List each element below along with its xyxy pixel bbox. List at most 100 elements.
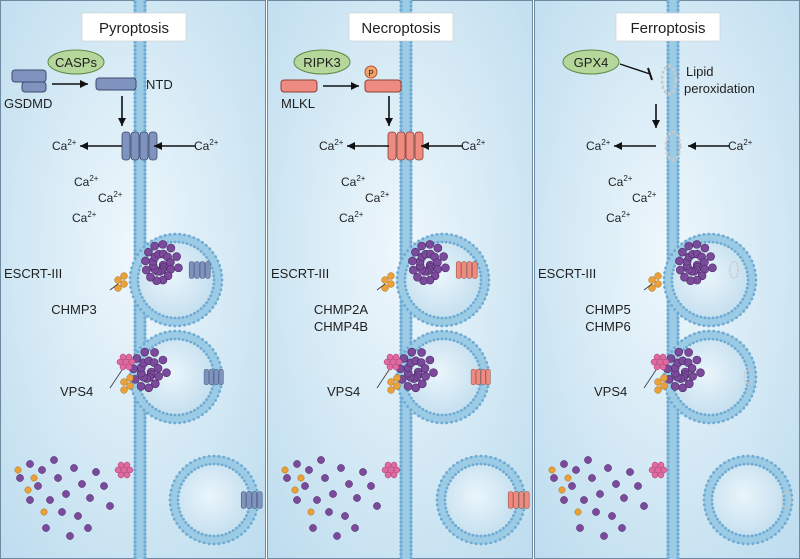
- lipid-head: [721, 524, 724, 527]
- lipid-head: [236, 461, 239, 465]
- lipid-head: [143, 240, 147, 244]
- lipid-head: [133, 456, 137, 460]
- lipid-head: [176, 494, 180, 498]
- lipid-head: [187, 524, 190, 527]
- lipid-head: [736, 349, 740, 353]
- lipid-head: [211, 251, 215, 254]
- lipid-head: [445, 526, 448, 529]
- lipid-head: [219, 385, 223, 389]
- lipid-head: [449, 479, 452, 483]
- vps4-subunit: [123, 461, 131, 469]
- lipid-head: [173, 316, 177, 320]
- vps4-subunit: [390, 471, 398, 479]
- lipid-head: [231, 468, 235, 471]
- lipid-head: [193, 311, 196, 315]
- lipid-head: [185, 464, 188, 467]
- lipid-head: [409, 328, 413, 332]
- lipid-head: [143, 192, 147, 196]
- lipid-head: [199, 307, 203, 310]
- lipid-head: [746, 278, 750, 282]
- lipid-head: [409, 444, 413, 448]
- lipid-head: [733, 347, 737, 350]
- escrt-subunit-free: [84, 524, 92, 532]
- lipid-head: [730, 247, 734, 251]
- chmp-subunit: [660, 374, 668, 382]
- lipid-head: [168, 330, 172, 333]
- lipid-head: [202, 401, 206, 405]
- lipid-head: [676, 60, 680, 64]
- lipid-head: [726, 417, 730, 421]
- lipid-head: [450, 420, 453, 424]
- vps4-subunit: [128, 358, 136, 366]
- lipid-head: [788, 484, 791, 487]
- lipid-head: [670, 253, 674, 256]
- lipid-head: [399, 328, 403, 332]
- lipid-head: [670, 350, 674, 353]
- lipid-head: [409, 4, 413, 8]
- lipid-head: [231, 458, 235, 462]
- lipid-head: [770, 461, 773, 465]
- lipid-head: [196, 318, 200, 322]
- lipid-head: [399, 444, 403, 448]
- lipid-head: [409, 324, 413, 328]
- lipid-head: [666, 524, 670, 528]
- lipid-head: [413, 242, 416, 246]
- lipid-head: [409, 412, 413, 416]
- lipid-head: [712, 232, 716, 236]
- lipid-head: [154, 407, 158, 411]
- lipid-head: [143, 120, 147, 124]
- lipid-head: [463, 531, 467, 534]
- lipid-head: [673, 292, 677, 296]
- lipid-head: [483, 259, 487, 263]
- lipid-head: [738, 410, 742, 414]
- lipid-head: [707, 316, 711, 320]
- lipid-head: [161, 314, 165, 318]
- lipid-head: [460, 468, 464, 471]
- escrt-subunit: [680, 272, 689, 282]
- lipid-head: [255, 508, 259, 512]
- lipid-head: [723, 461, 726, 465]
- lipid-head: [754, 283, 758, 287]
- lipid-head: [666, 180, 670, 184]
- lipid-head: [682, 348, 685, 352]
- chmp-cluster-1: [114, 272, 128, 292]
- lipid-head: [409, 492, 413, 496]
- lipid-head: [676, 512, 680, 516]
- calcium-influx-arrow-right-head: [154, 142, 162, 150]
- escrt-subunit: [684, 379, 694, 389]
- lipid-head: [673, 264, 677, 268]
- lipid-head: [663, 285, 666, 289]
- lipid-head: [743, 262, 747, 266]
- lipid-head: [143, 444, 147, 448]
- released-vesicle-pore-subunit: [513, 491, 519, 509]
- lipid-head: [398, 295, 402, 299]
- product-label: NTD: [146, 77, 173, 92]
- chmp-subunit-free: [297, 474, 305, 482]
- lipid-head: [409, 420, 413, 424]
- disassembled-components: [14, 456, 134, 540]
- lipid-head: [143, 88, 147, 92]
- lipid-head: [187, 322, 191, 326]
- vps4-hexamer-free: [381, 461, 401, 479]
- lipid-head: [699, 338, 703, 342]
- lipid-head: [143, 464, 147, 468]
- enzyme-bubble: [293, 49, 351, 75]
- lipid-head: [143, 532, 147, 536]
- lipid-head: [676, 336, 680, 340]
- lipid-head: [738, 313, 742, 317]
- lipid-head: [706, 517, 710, 521]
- lipid-head: [666, 124, 670, 128]
- lipid-head: [666, 312, 670, 316]
- lipid-head: [666, 452, 670, 456]
- lipid-head: [189, 461, 192, 465]
- chmp-subunit: [120, 280, 128, 288]
- lipid-head: [177, 316, 181, 320]
- lipid-head: [240, 464, 243, 467]
- lipid-head: [198, 457, 201, 460]
- lipid-head: [231, 538, 235, 542]
- lipid-head: [252, 517, 256, 521]
- lipid-head: [208, 462, 212, 466]
- lipid-head: [409, 332, 413, 336]
- released-vesicle: [702, 454, 794, 546]
